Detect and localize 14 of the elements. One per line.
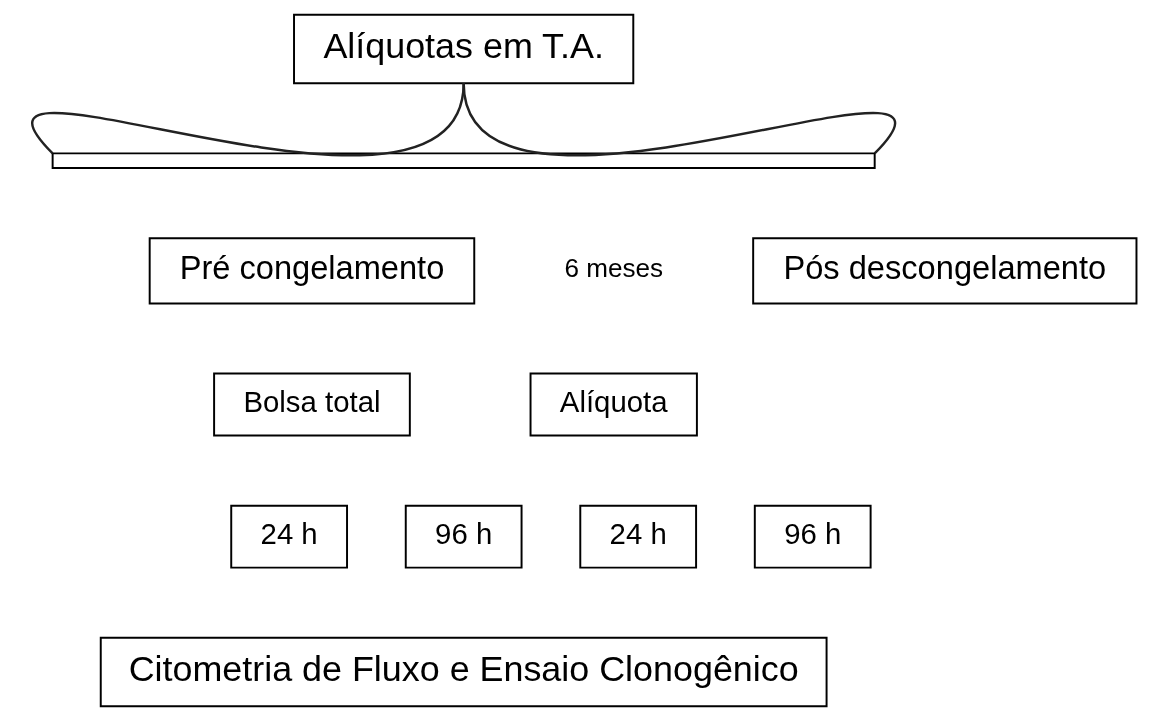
- node-box: Pós descongelamento: [751, 237, 1137, 305]
- node-box: Alíquota: [529, 372, 698, 437]
- node-box: 24 h: [578, 504, 697, 569]
- label: 6 meses: [563, 252, 663, 283]
- node-box: 24 h: [229, 504, 348, 569]
- node-box: Pré congelamento: [148, 237, 475, 305]
- connector: [31, 82, 465, 156]
- node-bar: [51, 152, 876, 169]
- node-box: 96 h: [404, 504, 523, 569]
- node-box: Alíquotas em T.A.: [292, 13, 634, 85]
- node-box: 96 h: [753, 504, 872, 569]
- connector: [462, 82, 895, 156]
- node-box: Citometria de Fluxo e Ensaio Clonogênico: [99, 636, 828, 708]
- node-box: Bolsa total: [212, 372, 411, 437]
